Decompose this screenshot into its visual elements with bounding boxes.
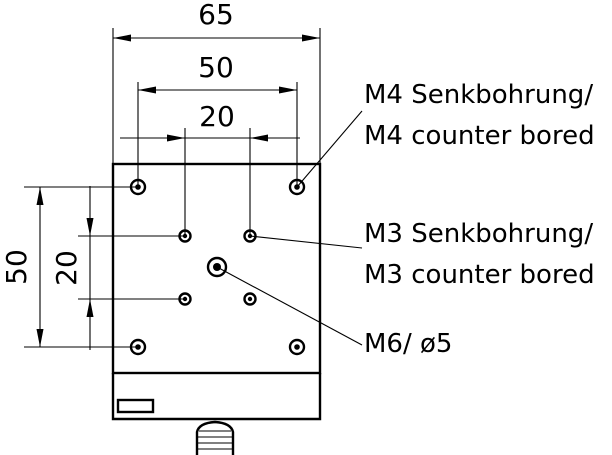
dimension-height-inner bbox=[78, 186, 185, 350]
dimension-width-outer-label: 65 bbox=[198, 0, 234, 31]
m6-label: M6/ ø5 bbox=[364, 329, 452, 359]
stage-lower-housing bbox=[111, 373, 322, 421]
m4-label-line2: M4 counter bored bbox=[364, 121, 595, 151]
dimension-height-outer-label: 50 bbox=[0, 249, 33, 285]
m6-leader-line bbox=[216, 266, 363, 346]
m3-label-line2: M3 counter bored bbox=[364, 260, 595, 290]
dimension-height-outer bbox=[24, 186, 138, 348]
m3-hole-lower-right bbox=[243, 292, 257, 306]
m4-label-line1: M4 Senkbohrung/ bbox=[364, 80, 593, 110]
stage-top-plate bbox=[111, 162, 322, 375]
stage-body bbox=[111, 162, 322, 421]
adjustment-knob bbox=[195, 420, 235, 455]
dimension-height-inner-label: 20 bbox=[50, 250, 83, 286]
dimension-width-middle bbox=[137, 82, 298, 187]
m3-label-line1: M3 Senkbohrung/ bbox=[364, 219, 593, 249]
dimension-width-middle-label: 50 bbox=[198, 51, 234, 84]
dimension-width-inner-label: 20 bbox=[199, 100, 235, 133]
m4-hole-bottom-right bbox=[288, 338, 306, 356]
m3-leader-line bbox=[249, 235, 363, 249]
dimension-width-inner bbox=[120, 128, 300, 236]
m4-leader-line bbox=[296, 110, 363, 188]
stage-label-slot bbox=[116, 398, 155, 414]
dimension-width-outer bbox=[112, 28, 321, 164]
